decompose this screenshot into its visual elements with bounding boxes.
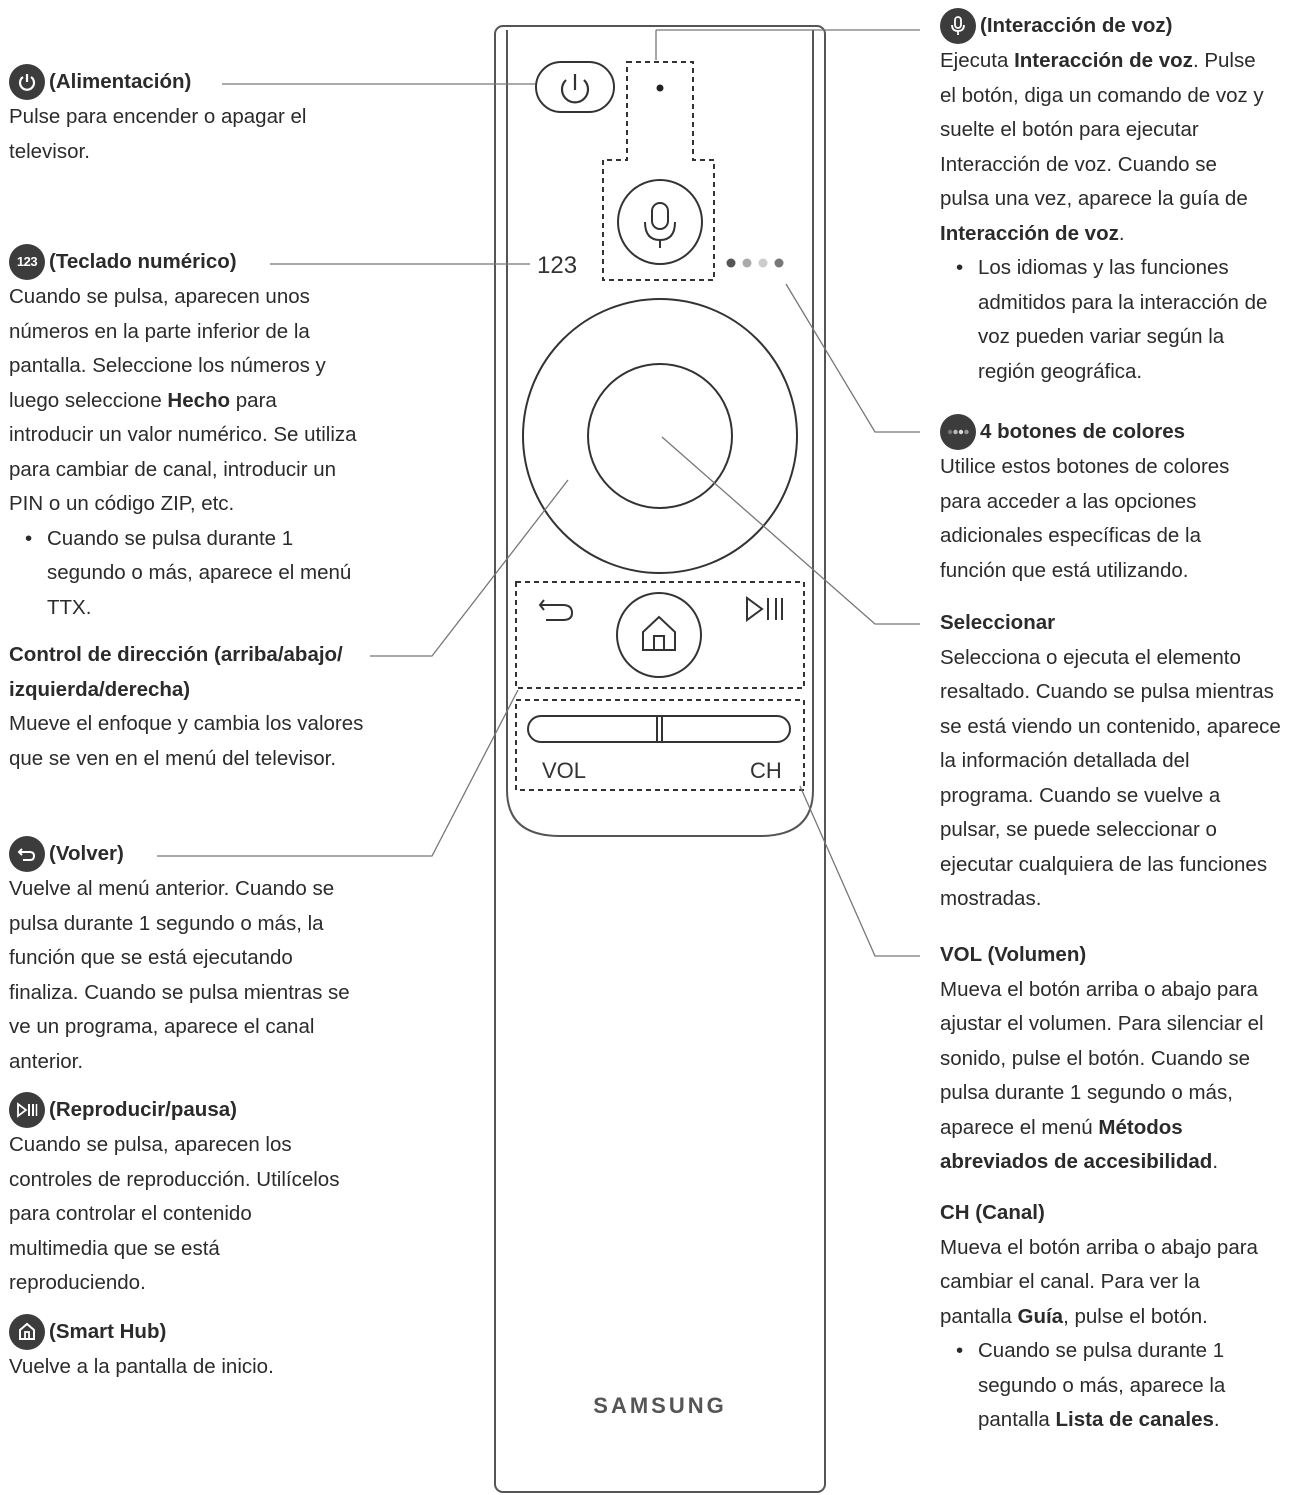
volume-section: VOL (Volumen) Mueva el botón arriba o ab…: [940, 938, 1275, 1180]
select-desc: Selecciona o ejecuta el elemento resalta…: [940, 645, 1281, 911]
voice-bullet: Los idiomas y las funciones admitidos pa…: [940, 251, 1270, 389]
colors-title: 4 botones de colores: [940, 414, 1270, 450]
play-pause-icon: [9, 1092, 45, 1128]
back-title: (Volver): [9, 836, 359, 872]
play-pause-button[interactable]: [746, 596, 783, 622]
back-icon: [9, 836, 45, 872]
volume-desc: Mueva el botón arriba o abajo para ajust…: [940, 977, 1264, 1174]
direction-title: Control de dirección (arriba/abajo/ izqu…: [9, 643, 343, 701]
back-button[interactable]: [538, 599, 574, 621]
nav-zone-outline: [515, 581, 805, 689]
back-section: (Volver) Vuelve al menú anterior. Cuando…: [9, 836, 359, 1079]
home-title: (Smart Hub): [9, 1314, 349, 1350]
numeric-button[interactable]: 123: [537, 252, 577, 279]
select-title: Seleccionar: [940, 611, 1056, 634]
numeric-section: 123 (Teclado numérico) Cuando se pulsa, …: [9, 244, 359, 625]
colors-section: 4 botones de colores Utilice estos boton…: [940, 414, 1270, 588]
remote-body: [494, 25, 826, 1493]
ch-label: CH: [750, 758, 782, 783]
numeric-bullet: Cuando se pulsa durante 1 segundo o más,…: [9, 522, 359, 626]
home-desc: Vuelve a la pantalla de inicio.: [9, 1355, 274, 1378]
microphone-icon: [940, 8, 976, 44]
channel-bullet: Cuando se pulsa durante 1 segundo o más,…: [940, 1334, 1270, 1438]
select-section: Seleccionar Selecciona o ejecuta el elem…: [940, 606, 1285, 917]
voice-desc: Ejecuta Interacción de voz. Pulse el bot…: [940, 49, 1264, 245]
volume-title: VOL (Volumen): [940, 943, 1087, 966]
channel-desc: Mueva el botón arriba o abajo para cambi…: [940, 1235, 1258, 1328]
play-section: (Reproducir/pausa) Cuando se pulsa, apar…: [9, 1092, 349, 1301]
voice-zone-outline: [602, 61, 715, 281]
leader-lines: [157, 29, 920, 957]
power-title: (Alimentación): [9, 64, 339, 100]
play-title: (Reproducir/pausa): [9, 1092, 349, 1128]
voice-button[interactable]: [617, 179, 703, 265]
power-desc: Pulse para encender o apagar el televiso…: [9, 105, 307, 163]
home-section: (Smart Hub) Vuelve a la pantalla de inic…: [9, 1314, 349, 1385]
back-desc: Vuelve al menú anterior. Cuando se pulsa…: [9, 877, 350, 1073]
power-button[interactable]: [535, 61, 615, 113]
remote-inner-panel: [506, 30, 814, 837]
direction-desc: Mueve el enfoque y cambia los valores qu…: [9, 712, 364, 770]
color-buttons-icon: [940, 414, 976, 450]
numeric-keypad-icon: 123: [9, 244, 45, 280]
channel-section: CH (Canal) Mueva el botón arriba o abajo…: [940, 1196, 1270, 1438]
rocker-zone-outline: [515, 699, 805, 791]
power-section: (Alimentación) Pulse para encender o apa…: [9, 64, 339, 169]
vol-ch-rocker[interactable]: [527, 715, 791, 743]
numeric-title: 123 (Teclado numérico): [9, 244, 359, 280]
vol-label: VOL: [542, 758, 586, 783]
home-button[interactable]: [616, 592, 702, 678]
colors-desc: Utilice estos botones de colores para ac…: [940, 455, 1230, 582]
color-buttons[interactable]: [726, 258, 784, 268]
numeric-desc: Cuando se pulsa, aparecen unos números e…: [9, 285, 357, 515]
channel-title: CH (Canal): [940, 1201, 1045, 1224]
microphone-hole: [656, 84, 664, 92]
home-icon: [9, 1314, 45, 1350]
play-desc: Cuando se pulsa, aparecen los controles …: [9, 1133, 340, 1294]
voice-section: (Interacción de voz) Ejecuta Interacción…: [940, 8, 1270, 389]
brand-logo: SAMSUNG: [593, 1393, 726, 1418]
voice-title: (Interacción de voz): [940, 8, 1270, 44]
select-button[interactable]: [587, 363, 733, 509]
direction-section: Control de dirección (arriba/abajo/ izqu…: [9, 638, 369, 776]
power-icon: [9, 64, 45, 100]
